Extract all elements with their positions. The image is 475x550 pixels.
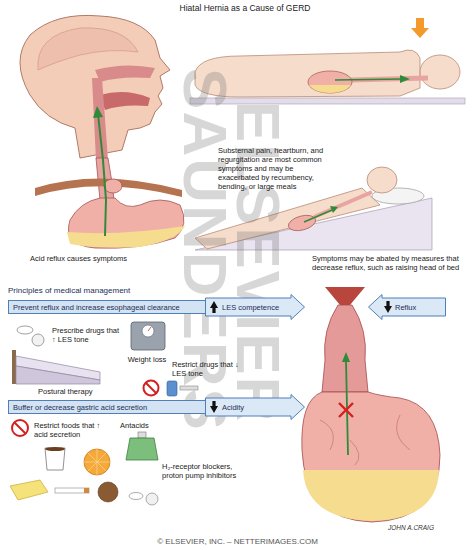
- nasal-cavity: [95, 65, 155, 82]
- arrow-outline: [206, 295, 305, 320]
- band-text: Prevent reflux and increase esophageal c…: [13, 303, 180, 312]
- pill-icons: [17, 326, 44, 346]
- orange-arrow: [411, 18, 429, 38]
- stomach-contents: [303, 470, 439, 521]
- direction-arrow: LES competence: [205, 294, 305, 320]
- arrow-text: LES competence: [222, 303, 279, 312]
- stomach: [287, 213, 318, 234]
- arrow-text: Reflux: [395, 303, 416, 312]
- diagram-title: Hiatal Hernia as a Cause of GERD: [130, 3, 360, 13]
- figure-caption: Acid reflux causes symptoms: [30, 254, 180, 263]
- strategy-band: Buffer or decrease gastric acid secretio…: [8, 400, 206, 414]
- decrease-arrow: [210, 401, 218, 413]
- brain-area: [38, 28, 138, 70]
- pharynx: [92, 78, 108, 160]
- stomach: [308, 71, 352, 93]
- reflux-arrowhead: [342, 352, 350, 362]
- arrow-shape: [205, 394, 305, 420]
- tongue: [100, 92, 150, 110]
- direction-arrow: Reflux: [368, 294, 446, 320]
- restrict-foods-icon: [10, 420, 118, 502]
- band-text: Buffer or decrease gastric acid secretio…: [13, 403, 147, 412]
- reflux-arrow: [304, 210, 332, 222]
- reflux-arrowhead: [93, 106, 103, 118]
- section-heading: Principles of medical management: [8, 286, 130, 296]
- reflux-arrowhead: [400, 75, 410, 83]
- stomach-contents: [309, 85, 351, 93]
- management-item: Postural therapy: [38, 387, 113, 396]
- management-item: Restrict foods that ↑ acid secretion: [34, 421, 116, 439]
- strategy-band: Prevent reflux and increase esophageal c…: [8, 300, 206, 314]
- rugae: [320, 415, 410, 465]
- increase-arrow: [210, 301, 218, 313]
- symptom-note: Symptoms may be abated by measures that …: [312, 254, 462, 272]
- esophagus-funnel: [325, 287, 365, 305]
- management-item: Antacids: [120, 421, 165, 430]
- direction-arrow: Acidity: [205, 394, 305, 420]
- management-item: H₂-receptor blockers, proton pump inhibi…: [162, 462, 246, 480]
- copyright-line: © ELSEVIER, INC. – NETTERIMAGES.COM: [0, 537, 475, 547]
- management-item: Restrict drugs that ↓ LES tone: [172, 360, 240, 378]
- esophagus-tube: [322, 305, 368, 392]
- symptom-note: Substernal pain, heartburn, and regurgit…: [218, 146, 330, 191]
- stomach-contents: [67, 226, 185, 248]
- weight-scale: [131, 322, 165, 350]
- management-item: Prescribe drugs that ↑ LES tone: [52, 326, 122, 344]
- pill: [17, 326, 33, 334]
- les-stomach-figure: [302, 287, 440, 522]
- antacid-bottle: [126, 432, 158, 460]
- reflux-arrow: [335, 79, 402, 80]
- management-item: Weight loss: [124, 355, 170, 364]
- arrow-outline: [206, 395, 305, 420]
- pill: [32, 334, 44, 346]
- reflux-arrowhead: [330, 206, 338, 213]
- stomach: [302, 392, 440, 522]
- bed-wedge-icon: [12, 350, 100, 384]
- arrow-text: Acidity: [222, 403, 244, 412]
- head-section-figure: [20, 15, 185, 248]
- artist-signature: JOHN A.CRAIG: [388, 524, 434, 532]
- tablet-icons: [129, 493, 158, 506]
- diaphragm: [35, 178, 182, 197]
- blocked-mark: [339, 403, 353, 417]
- hernia-pouch: [104, 179, 122, 193]
- head: [367, 167, 397, 193]
- reflux-arrow: [98, 114, 106, 236]
- head: [420, 55, 460, 89]
- arrow-outline: [369, 295, 446, 320]
- decrease-arrow: [384, 301, 392, 313]
